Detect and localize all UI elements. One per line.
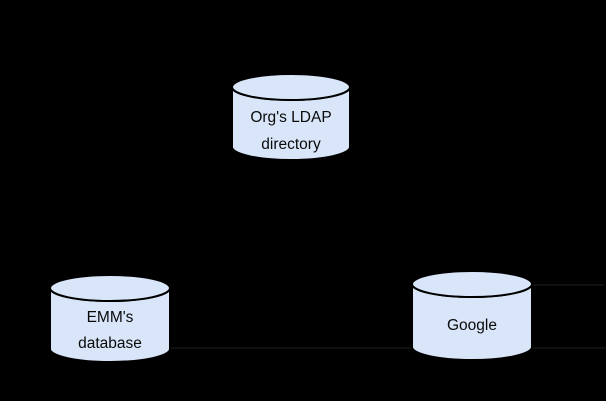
node-label-ldap-line1: Org's LDAP (250, 109, 331, 126)
connector-ldap-to-emm (117, 157, 241, 279)
node-label-google-line1: Google (447, 317, 497, 334)
database-cylinder-top (411, 270, 533, 298)
database-cylinder-top (49, 274, 171, 302)
node-google: Google (411, 270, 533, 361)
connector-ldap-to-google (341, 157, 465, 274)
node-label-emm-line1: EMM's (87, 309, 134, 326)
node-emm-database: EMM's database (49, 274, 171, 363)
database-cylinder-top (231, 73, 351, 101)
node-label-ldap-line2: directory (261, 136, 321, 153)
node-label-emm-line2: database (78, 335, 142, 352)
node-org-ldap-directory: Org's LDAP directory (231, 73, 351, 161)
